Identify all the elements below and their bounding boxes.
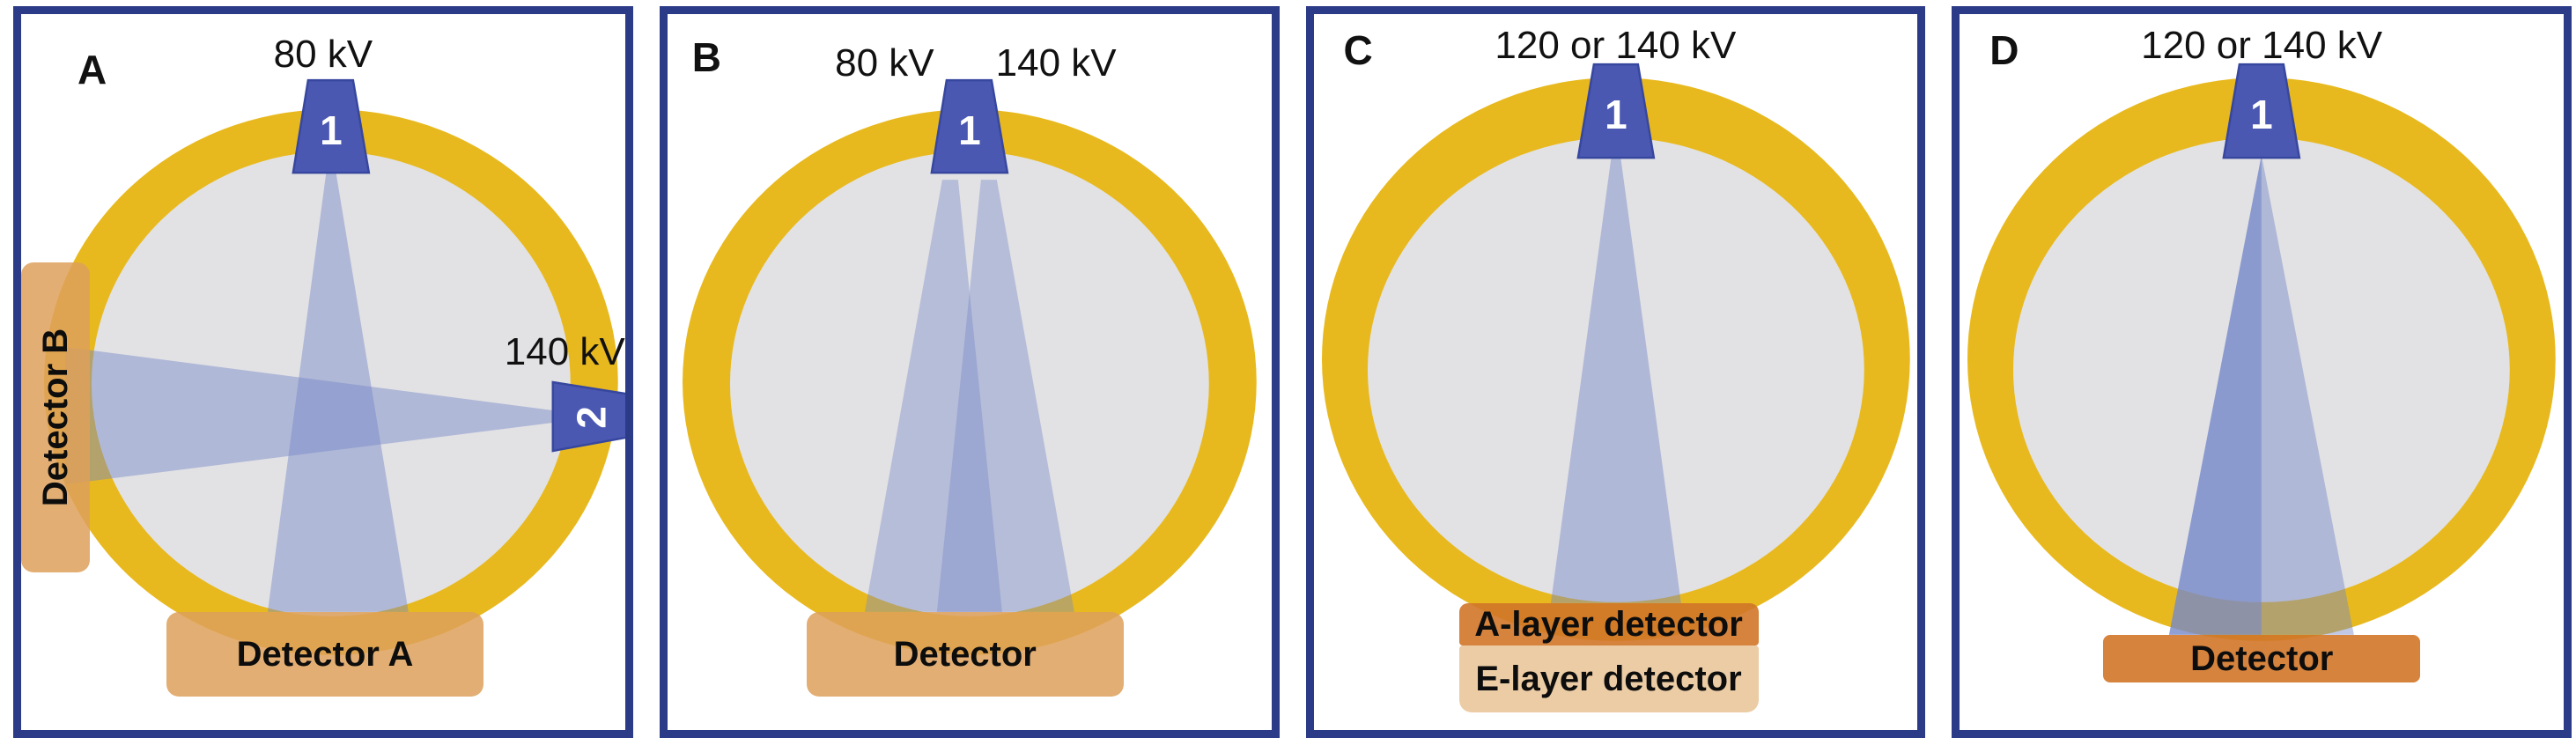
xray-beam-tube2 xyxy=(64,347,553,484)
tube-1-number: 1 xyxy=(2250,92,2273,137)
gantry-bore xyxy=(91,151,571,616)
kv-label: 120 or 140 kV xyxy=(2141,24,2383,67)
xray-beam-low-kv xyxy=(864,180,1002,612)
e-layer-detector: E-layer detector xyxy=(1458,645,1759,712)
xray-beam-high-kv xyxy=(936,180,1074,612)
gantry-graphic-d: 1 xyxy=(1967,63,2557,641)
tube-1-number: 1 xyxy=(320,107,343,153)
kv-label: 120 or 140 kV xyxy=(1495,24,1737,67)
xray-beam-tube1 xyxy=(267,169,409,612)
kv-label-tube2: 140 kV xyxy=(504,330,625,373)
kv-label-low: 80 kV xyxy=(835,41,934,85)
detector-a: Detector A xyxy=(166,612,483,697)
panel-letter: A xyxy=(78,47,107,92)
detector: Detector xyxy=(2103,635,2421,682)
xray-tube-1 xyxy=(2222,63,2301,159)
tube-1-number: 1 xyxy=(958,107,981,153)
detector: Detector xyxy=(806,612,1124,697)
kv-label-tube1: 80 kV xyxy=(273,33,373,76)
panel-letter: D xyxy=(1989,27,2019,73)
tube-1-number: 1 xyxy=(1605,92,1628,137)
panel-d-split-beam: 1 D 120 or 140 kV Detector xyxy=(1952,6,2572,738)
xray-tube-1 xyxy=(930,78,1009,174)
panel-b-kv-switching: 1 B 80 kV 140 kV Detector xyxy=(659,6,1280,738)
gantry-bore xyxy=(729,151,1209,616)
xray-beam xyxy=(1550,155,1681,603)
gantry-graphic-c: 1 xyxy=(1321,63,1910,641)
gantry-bore xyxy=(1367,137,1864,602)
gantry-graphic-b: 1 xyxy=(682,78,1257,655)
a-layer-detector: A-layer detector xyxy=(1458,603,1759,645)
panel-c-dual-layer: 1 C 120 or 140 kV A-layer detector E-lay… xyxy=(1305,6,1926,738)
detector-b-label: Detector B xyxy=(36,328,76,507)
panel-a-dual-source: 1 2 A 80 kV 140 kV Detector A Detector B xyxy=(13,6,633,738)
detector-b: Detector B xyxy=(21,262,90,572)
gantry-graphic-a: 1 2 xyxy=(43,78,625,655)
panel-letter: B xyxy=(691,34,721,80)
tube-2-number: 2 xyxy=(569,406,615,429)
panel-letter: C xyxy=(1343,27,1373,73)
xray-tube-2 xyxy=(551,380,625,453)
xray-tube-1 xyxy=(292,78,371,174)
kv-label-high: 140 kV xyxy=(995,41,1117,85)
xray-tube-1 xyxy=(1576,63,1655,159)
